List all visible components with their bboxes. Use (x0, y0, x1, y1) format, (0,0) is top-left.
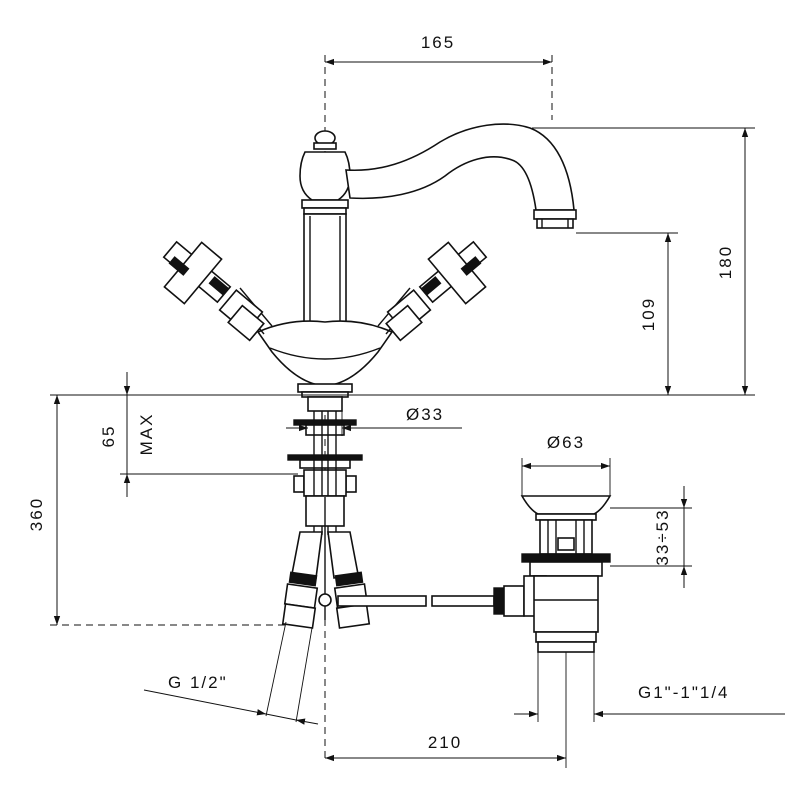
dim-max-thickness-word: MAX (137, 413, 156, 456)
dim-max-thickness-number: 65 (99, 425, 118, 448)
dim-inlet-thread-label: G 1/2" (168, 673, 228, 692)
dim-waste-diameter: Ø63 (521, 433, 611, 496)
dim-spout-reach-label: 165 (421, 33, 455, 52)
dim-waste-range: 33÷53 (610, 486, 692, 588)
dim-waste-thread-label: G1"-1"1/4 (638, 683, 730, 702)
dim-rod-distance-label: 210 (428, 733, 462, 752)
dim-total-height-label: 180 (716, 245, 735, 279)
dim-spout-height: 109 (576, 232, 678, 395)
waste-rod (337, 585, 525, 617)
dim-hose-length-label: 360 (27, 497, 46, 531)
pop-up-waste (520, 495, 612, 653)
dim-waste-thread: G1"-1"1/4 (514, 652, 785, 722)
right-cross-handle (377, 240, 488, 342)
under-deck-assembly (281, 396, 371, 629)
dim-waste-diameter-label: Ø63 (547, 433, 585, 452)
dim-inlet-thread: G 1/2" (143, 621, 319, 725)
faucet-body (256, 123, 577, 398)
dim-total-height: 180 (532, 127, 755, 395)
left-cross-handle (162, 240, 273, 342)
dim-max-thickness: 65 MAX (99, 372, 298, 497)
dim-rod-distance: 210 (325, 652, 567, 768)
dim-hole-diameter: Ø33 (286, 396, 462, 436)
dim-waste-range-label: 33÷53 (653, 508, 672, 565)
dim-hole-diameter-label: Ø33 (406, 405, 444, 424)
dim-spout-height-label: 109 (639, 297, 658, 331)
dim-hose-length: 360 (27, 395, 61, 625)
dim-spout-reach: 165 (325, 33, 552, 66)
